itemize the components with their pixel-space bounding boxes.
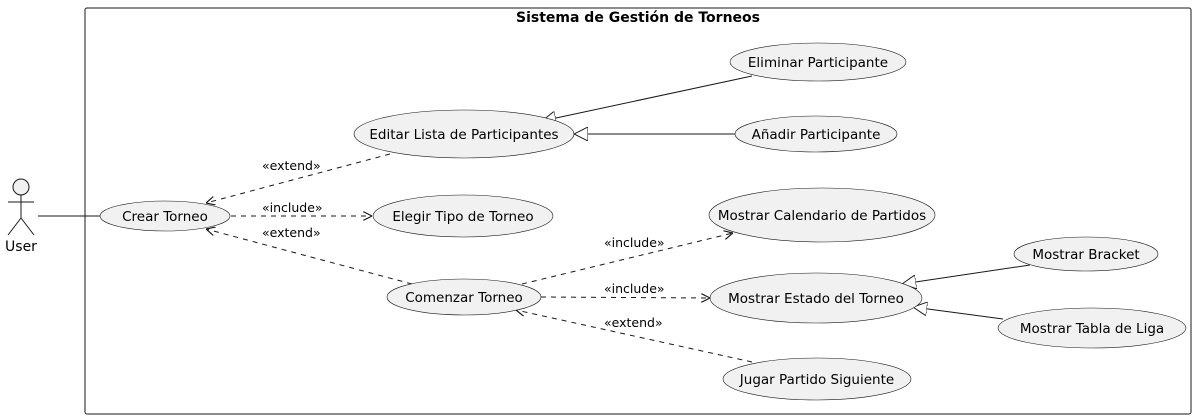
label-include-estado: «include» (604, 281, 665, 296)
system-title: Sistema de Gestión de Torneos (516, 10, 760, 26)
use-case-mostrar-tabla: Mostrar Tabla de Liga (997, 307, 1187, 349)
use-case-label: Editar Lista de Participantes (369, 127, 558, 143)
use-case-label: Comenzar Torneo (405, 290, 523, 306)
use-case-mostrar-calendario: Mostrar Calendario de Partidos (708, 187, 936, 243)
use-case-label: Mostrar Calendario de Partidos (718, 208, 926, 224)
actor-right-leg (20, 217, 35, 236)
label-extend-editar: «extend» (262, 158, 321, 173)
use-case-label: Elegir Tipo de Torneo (392, 209, 533, 225)
use-case-jugar-partido: Jugar Partido Siguiente (722, 357, 912, 401)
use-case-anadir-participante: Añadir Participante (734, 115, 898, 153)
use-case-mostrar-bracket: Mostrar Bracket (1013, 236, 1159, 272)
edge-jugar-extend-comenzar (516, 310, 753, 363)
use-case-elegir-tipo: Elegir Tipo de Torneo (372, 194, 554, 238)
use-case-label: Jugar Partido Siguiente (739, 372, 894, 388)
use-case-label: Crear Torneo (122, 209, 208, 225)
actor-label: User (5, 239, 37, 255)
use-case-label: Eliminar Participante (748, 55, 888, 71)
use-case-ellipse (709, 272, 923, 324)
use-case-ellipse (734, 115, 898, 153)
edge-comenzar-include-calendario (521, 233, 733, 285)
use-case-ellipse (99, 200, 231, 232)
edge-eliminar-gen-editar (542, 75, 753, 121)
use-case-label: Mostrar Estado del Torneo (728, 291, 904, 307)
use-case-label: Añadir Participante (752, 127, 881, 143)
actor-user: User (5, 178, 37, 255)
use-case-ellipse (353, 109, 575, 159)
edge-editar-extend-crear (206, 153, 391, 203)
label-include-calendario: «include» (604, 235, 665, 250)
label-extend-jugar: «extend» (604, 315, 663, 330)
use-case-label: Mostrar Bracket (1032, 247, 1139, 263)
label-include-elegir: «include» (262, 200, 323, 215)
use-case-ellipse (386, 278, 542, 316)
use-case-ellipse (729, 42, 907, 82)
label-extend-comenzar: «extend» (262, 225, 321, 240)
edge-bracket-gen-estado (902, 264, 1031, 284)
use-case-mostrar-estado: Mostrar Estado del Torneo (709, 272, 923, 324)
use-case-ellipse (722, 357, 912, 401)
system-boundary (84, 7, 1192, 415)
use-case-comenzar-torneo: Comenzar Torneo (386, 278, 542, 316)
actor-head (12, 178, 30, 196)
use-case-ellipse (997, 307, 1187, 349)
use-case-crear-torneo: Crear Torneo (99, 200, 231, 232)
use-case-editar-lista: Editar Lista de Participantes (353, 109, 575, 159)
edge-comenzar-include-estado (540, 297, 710, 298)
use-case-ellipse (708, 187, 936, 243)
use-case-ellipse (372, 194, 554, 238)
edges: «extend» «include» «extend» «include» «i… (38, 75, 1031, 363)
use-case-eliminar-participante: Eliminar Participante (729, 42, 907, 82)
use-case-label: Mostrar Tabla de Liga (1020, 321, 1164, 337)
use-case-ellipse (1013, 236, 1159, 272)
edge-tabla-gen-estado (913, 307, 1004, 320)
actor-left-leg (7, 217, 22, 236)
